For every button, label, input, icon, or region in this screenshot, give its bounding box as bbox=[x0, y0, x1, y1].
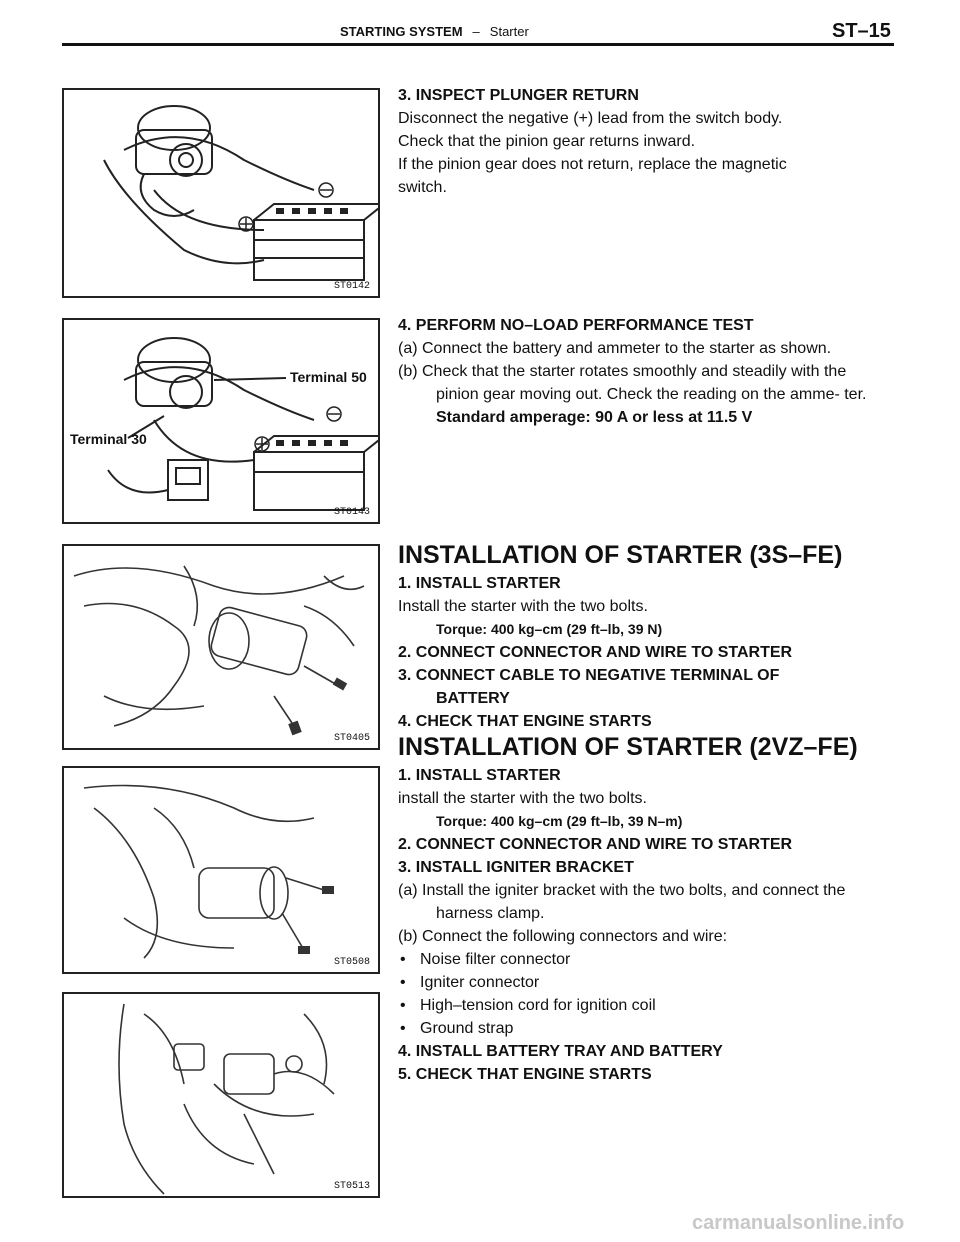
step-heading: 4. PERFORM NO–LOAD PERFORMANCE TEST bbox=[398, 317, 754, 334]
section-plunger-return: 3. INSPECT PLUNGER RETURN Disconnect the… bbox=[398, 84, 898, 199]
figure-igniter-bracket: ST0513 bbox=[62, 992, 380, 1198]
figure-code: ST0513 bbox=[333, 1181, 370, 1192]
torque-spec: Torque: 400 kg–cm (29 ft–lb, 39 N) bbox=[436, 621, 663, 637]
instruction-line: (b) Connect the following connectors and… bbox=[398, 928, 728, 945]
step-heading: 3. CONNECT CABLE TO NEGATIVE TERMINAL OF bbox=[398, 667, 780, 684]
step-heading: 4. INSTALL BATTERY TRAY AND BATTERY bbox=[398, 1043, 723, 1060]
igniter-wiring-illustration bbox=[118, 1003, 335, 1195]
header-separator: – bbox=[472, 24, 480, 39]
figure-code: ST0143 bbox=[333, 507, 370, 518]
list-item: Noise filter connector bbox=[398, 948, 898, 971]
engine-starter-illustration bbox=[83, 784, 334, 959]
label-terminal-50: Terminal 50 bbox=[290, 369, 367, 385]
figure-install-3sfe: ST0405 bbox=[62, 544, 380, 750]
watermark: carmanualsonline.info bbox=[692, 1212, 905, 1234]
step-heading: 2. CONNECT CONNECTOR AND WIRE TO STARTER bbox=[398, 644, 793, 661]
step-heading: 4. CHECK THAT ENGINE STARTS bbox=[398, 713, 652, 730]
standard-value: Standard amperage: 90 A or less at 11.5 … bbox=[436, 409, 753, 426]
figure-no-load-test: Terminal 50 Terminal 30 ST0143 bbox=[62, 318, 380, 524]
list-item: Igniter connector bbox=[398, 971, 898, 994]
ammeter-circuit-illustration: Terminal 50 Terminal 30 bbox=[70, 337, 378, 511]
label-terminal-30: Terminal 30 bbox=[70, 431, 147, 447]
instruction-line: Check that the pinion gear returns inwar… bbox=[398, 133, 696, 150]
instruction-line: pinion gear moving out. Check the readin… bbox=[436, 386, 867, 403]
step-heading: 2. CONNECT CONNECTOR AND WIRE TO STARTER bbox=[398, 836, 793, 853]
figure-code: ST0508 bbox=[333, 957, 370, 968]
engine-bay-illustration bbox=[73, 565, 365, 736]
header-subsection: Starter bbox=[489, 24, 529, 39]
section-title: INSTALLATION OF STARTER (3S–FE) bbox=[398, 541, 843, 569]
instruction-line: (a) Connect the battery and ammeter to t… bbox=[398, 340, 832, 357]
torque-spec: Torque: 400 kg–cm (29 ft–lb, 39 N–m) bbox=[436, 813, 683, 829]
instruction-line: (a) Install the igniter bracket with the… bbox=[398, 882, 846, 899]
section-install-3sfe: INSTALLATION OF STARTER (3S–FE) 1. INSTA… bbox=[398, 538, 898, 733]
starter-battery-illustration bbox=[103, 105, 378, 281]
step-heading-cont: BATTERY bbox=[436, 690, 510, 707]
step-heading: 5. CHECK THAT ENGINE STARTS bbox=[398, 1066, 652, 1083]
instruction-line: Disconnect the negative (+) lead from th… bbox=[398, 110, 783, 127]
instruction-line: Install the starter with the two bolts. bbox=[398, 598, 648, 615]
figure-code: ST0142 bbox=[333, 281, 370, 292]
section-title: INSTALLATION OF STARTER (2VZ–FE) bbox=[398, 733, 858, 761]
section-no-load-test: 4. PERFORM NO–LOAD PERFORMANCE TEST (a) … bbox=[398, 314, 898, 429]
section-install-2vzfe: INSTALLATION OF STARTER (2VZ–FE) 1. INST… bbox=[398, 730, 898, 1086]
figure-code: ST0405 bbox=[333, 733, 370, 744]
instruction-line: If the pinion gear does not return, repl… bbox=[398, 156, 787, 196]
instruction-line: install the starter with the two bolts. bbox=[398, 790, 647, 807]
step-heading: 1. INSTALL STARTER bbox=[398, 575, 561, 592]
list-item: Ground strap bbox=[398, 1017, 898, 1040]
step-heading: 3. INSTALL IGNITER BRACKET bbox=[398, 859, 634, 876]
instruction-line: (b) Check that the starter rotates smoot… bbox=[398, 363, 847, 380]
header-rule bbox=[62, 43, 894, 46]
instruction-line: harness clamp. bbox=[436, 905, 545, 922]
step-heading: 1. INSTALL STARTER bbox=[398, 767, 561, 784]
list-item: High–tension cord for ignition coil bbox=[398, 994, 898, 1017]
running-header: STARTING SYSTEM–Starter bbox=[340, 24, 529, 39]
figure-plunger-return: ST0142 bbox=[62, 88, 380, 298]
header-section: STARTING SYSTEM bbox=[340, 24, 463, 39]
figure-install-2vzfe: ST0508 bbox=[62, 766, 380, 974]
step-heading: 3. INSPECT PLUNGER RETURN bbox=[398, 87, 639, 104]
page-number: ST–15 bbox=[832, 20, 891, 42]
